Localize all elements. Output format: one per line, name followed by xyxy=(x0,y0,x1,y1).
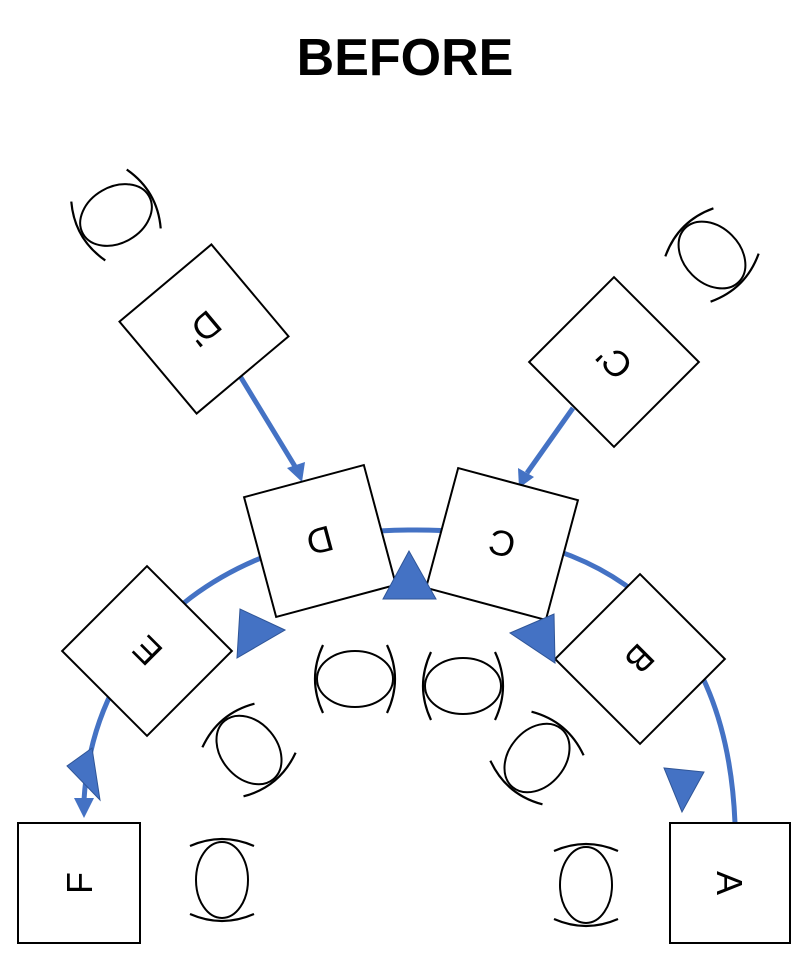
station-d-prime: D' xyxy=(118,243,290,415)
operator-center-left xyxy=(313,644,397,714)
station-f: F xyxy=(17,822,141,944)
operator-bottom-left xyxy=(189,837,255,923)
feeder-arrowhead-d xyxy=(287,462,305,482)
operator-lower-right xyxy=(489,710,585,806)
operator-center-right xyxy=(421,651,505,721)
feeder-arrowhead-c xyxy=(518,468,534,488)
station-b: B xyxy=(553,572,727,746)
diagram-title: BEFORE xyxy=(297,29,514,87)
station-e: E xyxy=(60,564,234,738)
operator-top-left xyxy=(70,168,162,262)
feeder-arrow-c xyxy=(524,406,576,475)
feeder-arrow-d xyxy=(237,374,299,470)
direction-triangle-left xyxy=(66,747,101,802)
direction-triangle-e xyxy=(236,608,287,659)
operator-lower-left xyxy=(201,702,297,798)
direction-triangle-b xyxy=(508,613,556,664)
station-c-prime: C' xyxy=(527,275,701,449)
station-c: C xyxy=(424,466,580,622)
operator-bottom-right xyxy=(553,842,619,928)
station-a: A xyxy=(669,822,791,944)
direction-triangle-top xyxy=(382,549,437,600)
station-a-label: A xyxy=(709,871,750,895)
flow-arrowhead-f xyxy=(74,798,94,818)
operator-top-right xyxy=(664,207,760,303)
station-f-label: F xyxy=(59,872,100,894)
station-d: D xyxy=(242,463,398,619)
direction-triangle-right xyxy=(663,767,705,814)
